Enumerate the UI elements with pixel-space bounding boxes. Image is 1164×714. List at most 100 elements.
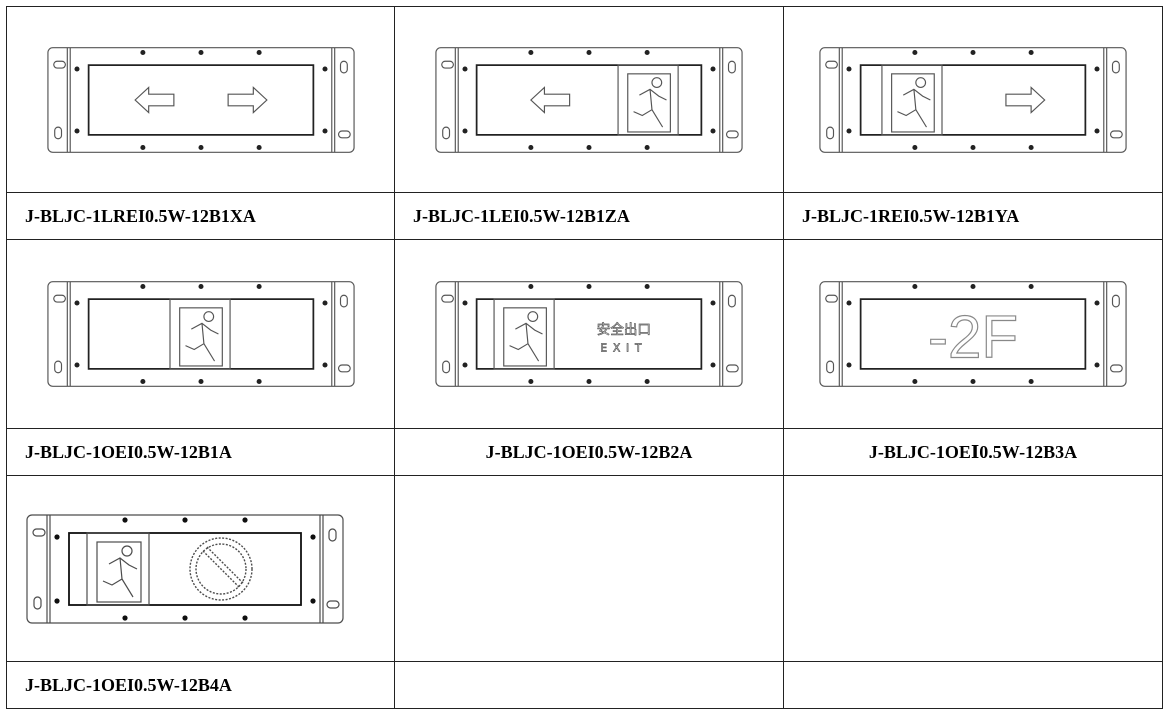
screw-icon xyxy=(310,533,316,540)
screw-icon xyxy=(528,284,534,290)
screw-icon xyxy=(586,378,592,384)
screw-icon xyxy=(846,300,852,306)
screw-icon xyxy=(242,614,248,621)
sign-frame xyxy=(46,281,355,387)
empty-cell xyxy=(394,661,784,709)
running-man-icon xyxy=(86,531,150,606)
screw-icon xyxy=(73,362,80,368)
sign-panel xyxy=(475,63,703,136)
screw-icon xyxy=(1028,144,1034,150)
screw-icon xyxy=(644,378,650,384)
mount-slot xyxy=(1109,364,1123,373)
emergency-sign xyxy=(46,281,355,387)
screw-icon xyxy=(197,378,204,384)
mount-slot xyxy=(52,294,66,303)
product-table: J-BLJC-1LREI0.5W-12B1XA J-BLJC-1LEI0.5W-… xyxy=(6,6,1163,709)
screw-icon xyxy=(321,362,328,368)
sign-text-en: EXIT xyxy=(600,341,647,354)
emergency-sign xyxy=(26,513,344,624)
screw-icon xyxy=(586,144,592,150)
sign-panel xyxy=(68,531,302,606)
screw-icon xyxy=(321,300,328,306)
mount-slot xyxy=(441,294,454,303)
mount-slot xyxy=(825,60,838,69)
screw-icon xyxy=(1094,300,1100,306)
mount-slot xyxy=(1111,60,1120,73)
screw-icon xyxy=(462,65,468,72)
sign-frame xyxy=(819,281,1127,387)
screw-icon xyxy=(54,597,60,604)
screw-icon xyxy=(139,284,145,290)
screw-icon xyxy=(1028,49,1034,55)
screw-icon xyxy=(182,614,188,621)
product-image-cell: -2F xyxy=(783,239,1163,429)
sign-drawing xyxy=(7,274,394,394)
screw-icon xyxy=(586,49,592,55)
screw-icon xyxy=(197,144,204,150)
product-image-cell xyxy=(394,6,784,193)
screw-icon xyxy=(970,284,976,290)
screw-icon xyxy=(846,65,852,72)
sign-panel xyxy=(859,63,1087,136)
sign-drawing xyxy=(395,40,783,160)
sign-frame xyxy=(46,46,355,153)
mount-slot xyxy=(326,599,340,609)
screw-icon xyxy=(73,300,80,306)
mount-slot xyxy=(53,360,62,374)
product-image-cell xyxy=(6,239,395,429)
sign-drawing xyxy=(7,509,394,629)
running-man-icon xyxy=(493,298,555,370)
product-image-cell xyxy=(783,6,1163,193)
product-image-cell xyxy=(6,6,395,193)
mount-slot xyxy=(727,294,736,308)
mount-slot xyxy=(725,364,739,373)
screw-icon xyxy=(256,49,262,55)
mount-slot xyxy=(339,294,348,308)
mount-slot xyxy=(1109,129,1123,138)
screw-icon xyxy=(846,362,852,368)
screw-icon xyxy=(912,378,918,384)
screw-icon xyxy=(912,144,918,150)
sign-drawing xyxy=(784,40,1162,160)
mount-slot xyxy=(328,527,337,542)
screw-icon xyxy=(182,516,188,523)
sign-frame xyxy=(26,513,344,624)
screw-icon xyxy=(1094,65,1100,72)
emergency-sign xyxy=(819,46,1127,153)
screw-icon xyxy=(710,65,716,72)
mount-slot xyxy=(442,126,451,139)
screw-icon xyxy=(846,127,852,134)
mount-slot xyxy=(442,360,451,374)
sign-frame xyxy=(435,281,743,387)
screw-icon xyxy=(139,378,145,384)
mount-slot xyxy=(727,60,736,73)
model-label: J-BLJC-1OEⅠ0.5W-12B3A xyxy=(783,428,1163,476)
mount-slot xyxy=(1111,294,1120,308)
mount-slot xyxy=(337,364,351,373)
empty-cell xyxy=(783,475,1163,662)
screw-icon xyxy=(256,378,262,384)
screw-icon xyxy=(528,49,534,55)
sign-drawing xyxy=(7,40,394,160)
model-label: J-BLJC-1LREI0.5W-12B1XA xyxy=(6,192,395,240)
mount-slot xyxy=(725,129,739,138)
sign-panel xyxy=(475,298,703,370)
screw-icon xyxy=(256,144,262,150)
screw-icon xyxy=(321,127,328,134)
mount-slot xyxy=(52,60,66,69)
screw-icon xyxy=(528,144,534,150)
screw-icon xyxy=(242,516,248,523)
screw-icon xyxy=(528,378,534,384)
screw-icon xyxy=(122,516,128,523)
mount-slot xyxy=(441,60,454,69)
mount-slot xyxy=(826,360,835,374)
model-label: J-BLJC-1LEI0.5W-12B1ZA xyxy=(394,192,784,240)
model-label: J-BLJC-1OEI0.5W-12B4A xyxy=(6,661,395,709)
screw-icon xyxy=(197,49,204,55)
emergency-sign: -2F xyxy=(819,281,1127,387)
screw-icon xyxy=(710,300,716,306)
model-label: J-BLJC-1OEI0.5W-12B2A xyxy=(394,428,784,476)
sign-panel xyxy=(87,63,314,136)
